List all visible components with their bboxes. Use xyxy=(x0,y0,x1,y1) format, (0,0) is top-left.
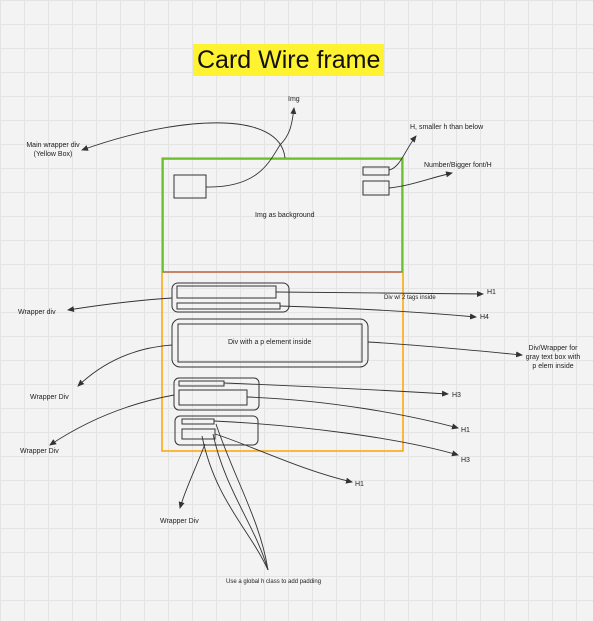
arrow-gray-box xyxy=(367,341,523,358)
label-h-smaller: H, smaller h than below xyxy=(410,124,484,131)
h4-box xyxy=(176,302,281,310)
h1-box-b xyxy=(178,389,248,406)
label-h1-a: H1 xyxy=(487,289,496,296)
label-gray-box-line-2: gray text box with xyxy=(525,354,581,361)
label-h1-b: H1 xyxy=(461,427,470,434)
label-div-p-inside: Div with a p element inside xyxy=(228,339,312,346)
arrow-wrapper-div-4 xyxy=(178,443,206,509)
label-h3-b: H3 xyxy=(461,457,470,464)
h1-box-c xyxy=(181,428,216,440)
arrow-h1-a xyxy=(275,290,484,297)
arrow-wrapper-div-3 xyxy=(49,394,175,446)
label-wrapper-div-3: Wrapper Div xyxy=(20,448,59,455)
main-wrapper-box xyxy=(161,157,404,452)
label-h3-a: H3 xyxy=(452,392,461,399)
line-global-h-1 xyxy=(215,423,269,571)
number-h-box xyxy=(362,180,390,196)
label-wrapper-div-2: Wrapper Div xyxy=(30,394,69,401)
p-element-box xyxy=(177,323,363,363)
wrapper-div-2 xyxy=(173,377,260,411)
label-wrapper-div-1: Wrapper div xyxy=(18,309,56,316)
arrow-h1-c xyxy=(214,433,353,484)
label-main-wrapper: Main wrapper div (Yellow Box) xyxy=(18,141,88,159)
small-h-box xyxy=(362,166,390,176)
gray-text-wrapper xyxy=(171,318,369,368)
label-div-2-tags: Div w/ 2 tags inside xyxy=(384,295,436,301)
wrapper-div-1 xyxy=(171,282,290,313)
label-img-background: Img as background xyxy=(255,212,315,219)
page-title: Card Wire frame xyxy=(193,44,385,76)
h3-box-b xyxy=(181,418,215,425)
arrow-h3-b xyxy=(213,420,459,457)
label-gray-box: Div/Wrapper for gray text box with p ele… xyxy=(520,344,586,371)
label-global-h-class: Use a global h class to add padding xyxy=(226,579,322,585)
label-img: Img xyxy=(288,96,300,103)
wrapper-div-3 xyxy=(174,415,259,446)
arrow-small-h xyxy=(388,135,417,171)
arrow-main-wrapper xyxy=(81,122,286,159)
label-h1-c: H1 xyxy=(355,481,364,488)
arrow-wrapper-div-2 xyxy=(77,344,173,387)
label-gray-box-line-3: p elem inside xyxy=(532,363,574,370)
label-main-wrapper-title: Main wrapper div xyxy=(26,142,80,149)
label-wrapper-div-4: Wrapper Div xyxy=(160,518,199,525)
label-h4: H4 xyxy=(480,314,489,321)
arrow-h1-b xyxy=(246,396,459,430)
line-global-h-2 xyxy=(212,433,269,571)
arrow-img xyxy=(205,107,297,188)
arrow-number xyxy=(388,171,453,189)
img-box xyxy=(173,174,207,199)
h1-box-a xyxy=(176,285,277,299)
arrow-h3-a xyxy=(223,382,449,397)
arrow-h4 xyxy=(279,305,477,320)
h3-box-a xyxy=(178,380,225,387)
label-number-bigger: Number/Bigger font/H xyxy=(424,162,492,169)
line-global-h-3 xyxy=(201,435,269,571)
label-main-wrapper-sub: (Yellow Box) xyxy=(33,151,73,158)
arrow-wrapper-div-1 xyxy=(67,297,173,313)
label-gray-box-line-1: Div/Wrapper for xyxy=(528,345,578,352)
